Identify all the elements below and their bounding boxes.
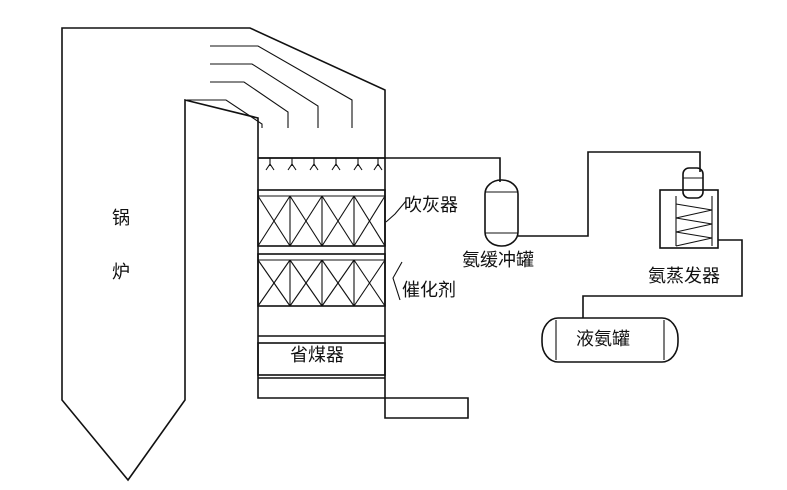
flue-guide-lines	[187, 45, 353, 128]
cat2-cells-cell-4	[353, 259, 386, 307]
ammonia-evaporator-shape	[659, 167, 719, 249]
spray-nozzle-3	[309, 158, 319, 171]
liquid-ammonia-tank-label: 液氨罐	[576, 329, 630, 350]
catalyst-layer-1	[257, 189, 386, 247]
pipe-grid-to-buffer	[258, 157, 501, 182]
boiler-label-top: 锅	[112, 208, 130, 229]
spray-nozzle-4	[331, 158, 341, 171]
cat2-cells-cell-2	[289, 259, 323, 307]
pipe-buffer-to-evaporator	[518, 151, 701, 237]
cat2-cells-cell-1	[257, 259, 291, 307]
soot-blower-leader	[385, 200, 407, 223]
cat2-cells-cell-3	[321, 259, 355, 307]
ammonia-injection-grid	[258, 157, 385, 171]
spray-nozzle-1	[265, 158, 275, 171]
cat1-cells-cell-4	[353, 195, 386, 247]
pipe-evaporator-to-liquid-tank	[582, 239, 743, 318]
cat1-cells-cell-3	[321, 195, 355, 247]
ammonia-buffer-tank-shape	[484, 179, 519, 247]
cat1-cells-cell-2	[289, 195, 323, 247]
liquid-ammonia-tank-shape	[541, 317, 679, 363]
ammonia-buffer-tank-label: 氨缓冲罐	[462, 250, 534, 271]
economizer-box	[257, 342, 386, 376]
spray-nozzle-6	[373, 158, 383, 171]
boiler-outline	[61, 27, 469, 482]
catalyst-leader	[392, 261, 403, 301]
soot-blower-label: 吹灰器	[404, 195, 458, 216]
boiler-label-bottom: 炉	[112, 262, 130, 283]
cat1-cells-cell-1	[257, 195, 291, 247]
ammonia-evaporator-label: 氨蒸发器	[648, 266, 720, 287]
spray-nozzle-5	[353, 158, 363, 171]
catalyst-layer-2	[257, 253, 386, 307]
catalyst-label: 催化剂	[402, 280, 456, 301]
spray-nozzle-2	[287, 158, 297, 171]
economizer-label: 省煤器	[290, 345, 344, 366]
